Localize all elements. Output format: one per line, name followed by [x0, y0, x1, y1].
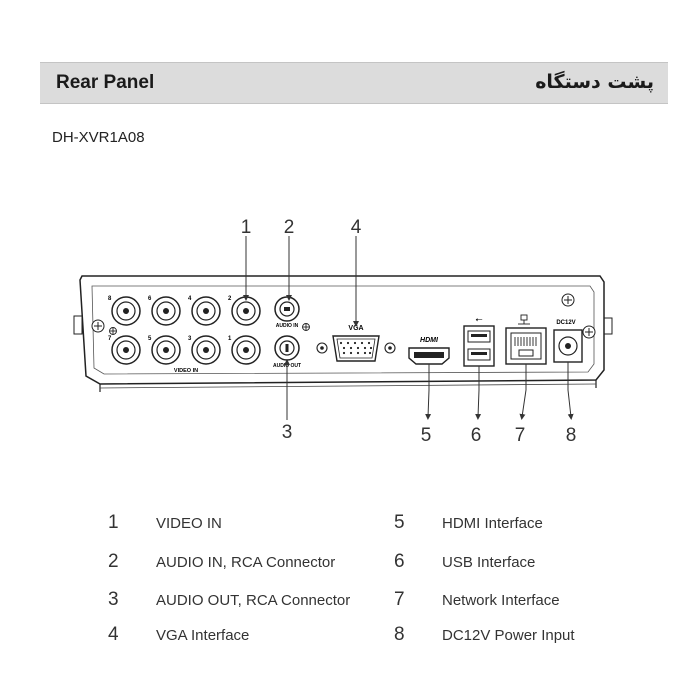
legend-number: 1	[108, 512, 119, 533]
screw-left	[91, 319, 105, 333]
bnc-label: 7	[108, 336, 112, 342]
callout-number: 7	[515, 425, 526, 446]
screw-right	[582, 325, 596, 339]
legend-number: 5	[394, 512, 405, 533]
legend-text: VGA Interface	[156, 627, 250, 644]
bnc-group: 8 6 4 2 7 5 3 1 VIDEO IN	[108, 296, 261, 374]
usb-ports	[463, 325, 495, 367]
bnc-connector	[151, 335, 181, 365]
dc-label: DC12V	[556, 320, 575, 326]
ground-icon	[109, 327, 117, 335]
rear-panel-diagram: 8 6 4 2 7 5 3 1 VIDEO IN AUDIO IN AUDIO …	[73, 217, 613, 446]
bnc-label: 2	[228, 296, 232, 302]
audio-in-connector	[274, 296, 300, 322]
legend-text: VIDEO IN	[156, 515, 222, 532]
page-title-persian: پشت دستگاه	[535, 71, 654, 93]
bnc-connector	[231, 296, 261, 326]
bnc-label: 1	[228, 336, 232, 342]
legend-item: 8 DC12V Power Input	[394, 624, 575, 646]
bnc-connector	[111, 335, 141, 365]
legend-text: Network Interface	[442, 592, 560, 609]
dc-power-jack	[553, 329, 583, 363]
ethernet-port	[505, 327, 547, 365]
legend-text: AUDIO IN, RCA Connector	[156, 554, 336, 571]
legend-item: 3 AUDIO OUT, RCA Connector	[108, 589, 350, 611]
legend-text: USB Interface	[442, 554, 536, 571]
vga-port	[316, 335, 396, 362]
legend-number: 7	[394, 589, 405, 610]
callout-lines	[243, 236, 574, 420]
hdmi-port	[408, 347, 450, 365]
audio-in-label: AUDIO IN	[276, 323, 299, 329]
legend-number: 4	[108, 624, 119, 645]
callout-number: 4	[351, 217, 362, 238]
callout-number: 8	[566, 425, 577, 446]
callout-number: 5	[421, 425, 432, 446]
legend-item: 1 VIDEO IN	[108, 512, 222, 534]
bnc-connector	[191, 296, 221, 326]
bnc-connector	[231, 335, 261, 365]
network-icon	[518, 314, 530, 325]
bnc-connector	[151, 296, 181, 326]
bnc-label: 5	[148, 336, 152, 342]
page-title: Rear Panel	[56, 72, 155, 93]
bnc-label: 6	[148, 296, 152, 302]
legend-text: AUDIO OUT, RCA Connector	[156, 592, 351, 609]
legend-number: 3	[108, 589, 119, 610]
ground-icon	[302, 323, 310, 331]
bnc-label: 4	[188, 296, 192, 302]
section-header: Rear Panel پشت دستگاه	[40, 62, 668, 104]
callout-number: 6	[471, 425, 482, 446]
callout-number: 2	[284, 217, 295, 238]
legend-text: HDMI Interface	[442, 515, 543, 532]
vga-label: VGA	[348, 325, 363, 332]
bnc-label: 8	[108, 296, 112, 302]
legend-text: DC12V Power Input	[442, 627, 575, 644]
legend-item: 5 HDMI Interface	[394, 512, 543, 534]
callout-number: 3	[282, 422, 293, 443]
legend-item: 2 AUDIO IN, RCA Connector	[108, 551, 335, 573]
model-number: DH-XVR1A08	[52, 129, 145, 146]
legend-item: 7 Network Interface	[394, 589, 560, 611]
ground-icon	[561, 293, 575, 307]
legend-number: 8	[394, 624, 405, 645]
video-in-label: VIDEO IN	[174, 368, 198, 374]
callout-number: 1	[241, 217, 252, 238]
bnc-connector	[111, 296, 141, 326]
hdmi-label: HDMI	[420, 337, 439, 344]
legend-number: 6	[394, 551, 405, 572]
legend-number: 2	[108, 551, 119, 572]
bnc-label: 3	[188, 336, 192, 342]
audio-out-connector	[274, 335, 300, 361]
legend-item: 6 USB Interface	[394, 551, 535, 573]
legend-item: 4 VGA Interface	[108, 624, 249, 646]
usb-icon: ⭠	[475, 314, 482, 324]
bnc-connector	[191, 335, 221, 365]
